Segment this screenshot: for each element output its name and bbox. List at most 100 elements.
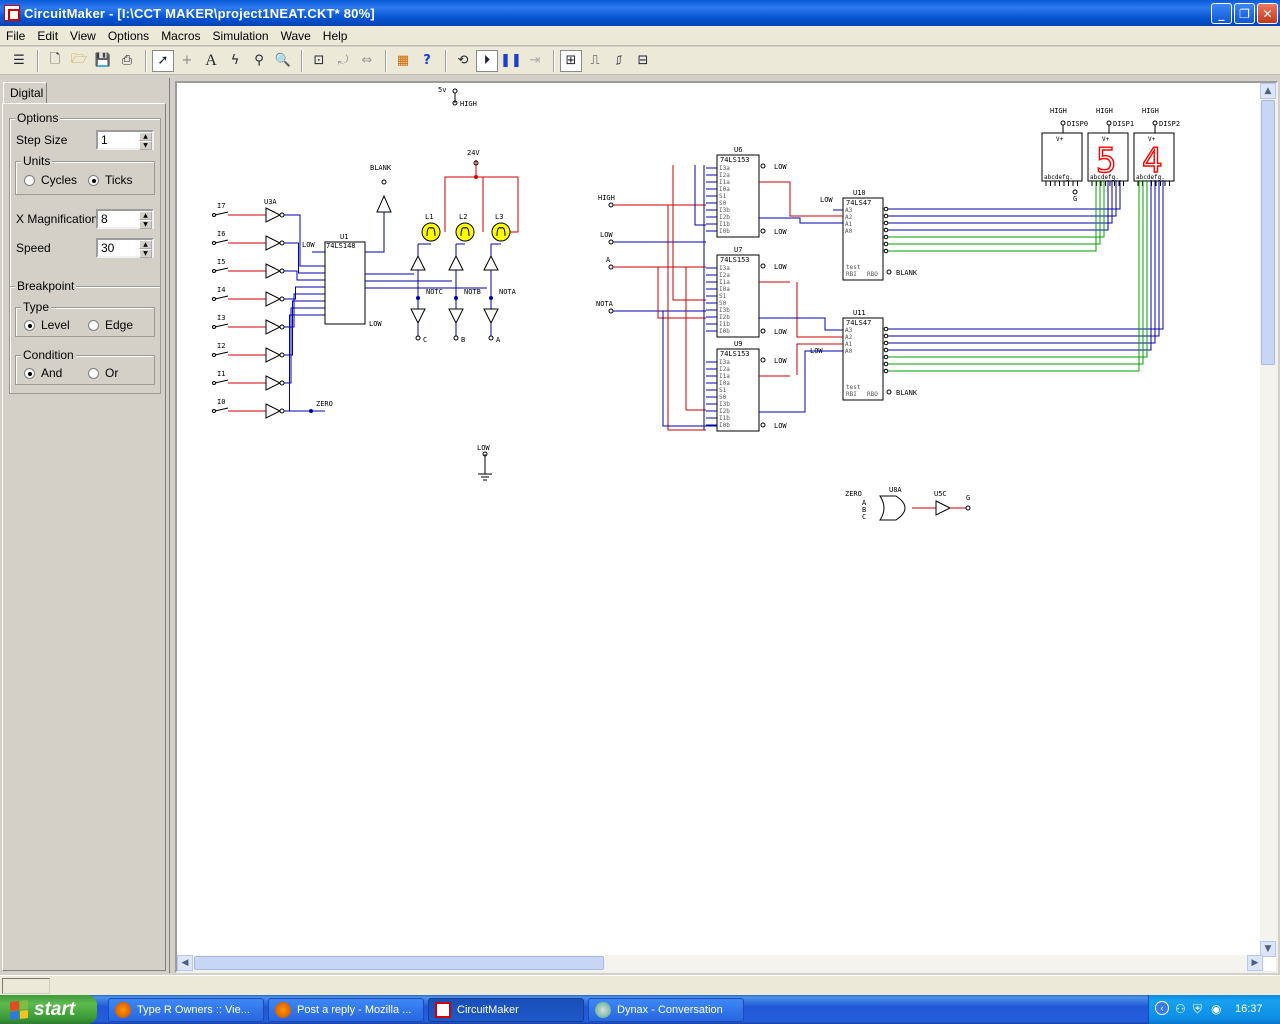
wire (365, 212, 385, 253)
waveform-icon[interactable]: ⎍ (590, 53, 600, 68)
open-folder-icon[interactable]: 🗁 (70, 51, 88, 67)
pause-icon[interactable]: ❚❚ (500, 53, 522, 68)
buffer-gate[interactable] (935, 500, 952, 516)
probe-tool-icon[interactable]: ϟ (230, 53, 240, 68)
text-tool-icon[interactable]: A (205, 51, 217, 69)
encoder-chip[interactable] (324, 241, 366, 325)
arrow-tool-icon[interactable]: ➚ (152, 49, 174, 72)
menu-edit[interactable]: Edit (37, 28, 59, 43)
start-button[interactable]: start (0, 995, 97, 1024)
menu-view[interactable]: View (70, 28, 96, 43)
display-digit: 4 (1142, 141, 1162, 181)
scroll-right-icon[interactable]: ▶ (1247, 955, 1263, 971)
radio-dot[interactable] (24, 367, 35, 379)
tray-expand-icon[interactable]: ‹ (1155, 1001, 1169, 1015)
not-label: NOTB (464, 288, 481, 296)
mux-pin: I2b (719, 214, 730, 221)
spin-down-icon[interactable]: ▼ (139, 141, 152, 150)
taskbar-item-post-reply[interactable]: Post a reply - Mozilla ... (268, 998, 424, 1022)
scroll-left-icon[interactable]: ◀ (177, 955, 193, 971)
and-gate[interactable] (879, 495, 906, 521)
scroll-down-icon[interactable]: ▼ (1260, 941, 1276, 957)
analysis-icon[interactable]: ⎎ (615, 53, 623, 68)
menu-file[interactable]: File (6, 28, 26, 43)
save-icon[interactable]: 💾 (94, 53, 112, 68)
menu-simulation[interactable]: Simulation (212, 28, 269, 43)
step-size-stepper[interactable]: 1 ▲▼ (96, 130, 154, 150)
taskbar-item-dynax[interactable]: Dynax - Conversation (588, 998, 744, 1022)
horizontal-scrollbar[interactable]: ◀ ▶ (177, 955, 1263, 971)
toggle-panel-icon[interactable]: ☰ (13, 53, 25, 68)
taskbar-item-type-r[interactable]: Type R Owners :: Vie... (108, 998, 264, 1022)
step-size-value[interactable]: 1 (101, 133, 108, 147)
menu-options[interactable]: Options (107, 28, 150, 43)
menu-help[interactable]: Help (322, 28, 348, 43)
spin-up-icon[interactable]: ▲ (139, 240, 152, 249)
run-icon[interactable]: ⏵ (476, 49, 498, 72)
spin-up-icon[interactable]: ▲ (139, 211, 152, 220)
menu-wave[interactable]: Wave (280, 28, 311, 43)
cond-or-radio[interactable]: Or (88, 366, 118, 380)
app-icon[interactable] (4, 5, 20, 21)
speed-stepper[interactable]: 30 ▲▼ (96, 238, 154, 258)
security-icon[interactable]: ⛨ (1193, 1002, 1203, 1016)
xmag-stepper[interactable]: 8 ▲▼ (96, 209, 154, 229)
zoom-fit-icon[interactable]: ⊡ (313, 53, 325, 68)
wire-tool-icon[interactable]: + (181, 53, 193, 68)
volume-icon[interactable]: ◉ (1211, 1002, 1222, 1016)
trace-icon[interactable]: ⊞ (560, 49, 582, 72)
step-icon[interactable]: ⇥ (529, 53, 541, 68)
vertical-scroll-thumb[interactable] (1261, 100, 1275, 365)
spin-down-icon[interactable]: ▼ (139, 220, 152, 229)
radio-dot[interactable] (24, 174, 35, 186)
delete-tool-icon[interactable]: ⚲ (254, 53, 264, 68)
tab-digital[interactable]: Digital (3, 82, 47, 104)
radio-dot[interactable] (24, 319, 35, 331)
scroll-up-icon[interactable]: ▲ (1260, 83, 1276, 99)
minimize-button[interactable]: _ (1211, 3, 1232, 24)
mirror-icon[interactable]: ⇔ (361, 53, 373, 68)
mux-pin: I1a (719, 373, 730, 380)
type-level-radio[interactable]: Level (24, 318, 70, 332)
radio-dot[interactable] (88, 367, 99, 379)
speed-value[interactable]: 30 (101, 241, 115, 255)
decoder-test-label: test (846, 384, 861, 391)
power-terminal[interactable] (452, 88, 458, 94)
help-icon[interactable]: ? (423, 53, 431, 68)
mux-pin: I2a (719, 366, 730, 373)
cond-and-radio[interactable]: And (24, 366, 62, 380)
horizontal-scroll-thumb[interactable] (194, 956, 604, 970)
type-edge-radio[interactable]: Edge (88, 318, 133, 332)
windows-flag-icon (10, 999, 28, 1020)
wire (214, 239, 229, 244)
new-file-icon[interactable]: 🗋 (49, 51, 61, 67)
network-icon[interactable]: ⚇ (1175, 1002, 1186, 1016)
pin-terminal (883, 354, 889, 360)
inverter-bubble (279, 212, 285, 218)
rotate-icon[interactable]: ⤾ (337, 53, 349, 68)
spin-up-icon[interactable]: ▲ (139, 132, 152, 141)
radio-dot[interactable] (88, 319, 99, 331)
device-library-icon[interactable]: ▦ (396, 53, 410, 68)
reset-icon[interactable]: ⟲ (457, 53, 469, 68)
radio-dot[interactable] (88, 174, 99, 186)
scope-icon[interactable]: ⊟ (637, 53, 649, 68)
close-button[interactable]: ✕ (1257, 3, 1278, 24)
zoom-tool-icon[interactable]: 🔍 (274, 53, 292, 68)
vertical-scrollbar[interactable]: ▲ ▼ (1260, 83, 1276, 957)
mux-pin: I0b (719, 422, 730, 429)
pin-terminal (760, 328, 766, 334)
decoder-chip (842, 197, 884, 281)
decoder-rbo-label: RBO (867, 271, 878, 278)
units-ticks-radio[interactable]: Ticks (88, 173, 133, 187)
xmag-value[interactable]: 8 (101, 212, 108, 226)
spin-down-icon[interactable]: ▼ (139, 249, 152, 258)
units-cycles-radio[interactable]: Cycles (24, 173, 77, 187)
maximize-button[interactable]: ❐ (1234, 3, 1255, 24)
print-icon[interactable]: ⎙ (121, 53, 133, 68)
menu-macros[interactable]: Macros (161, 28, 201, 43)
taskbar-item-circuitmaker[interactable]: CircuitMaker (428, 998, 584, 1022)
display-vplus: V+ (1148, 136, 1156, 143)
